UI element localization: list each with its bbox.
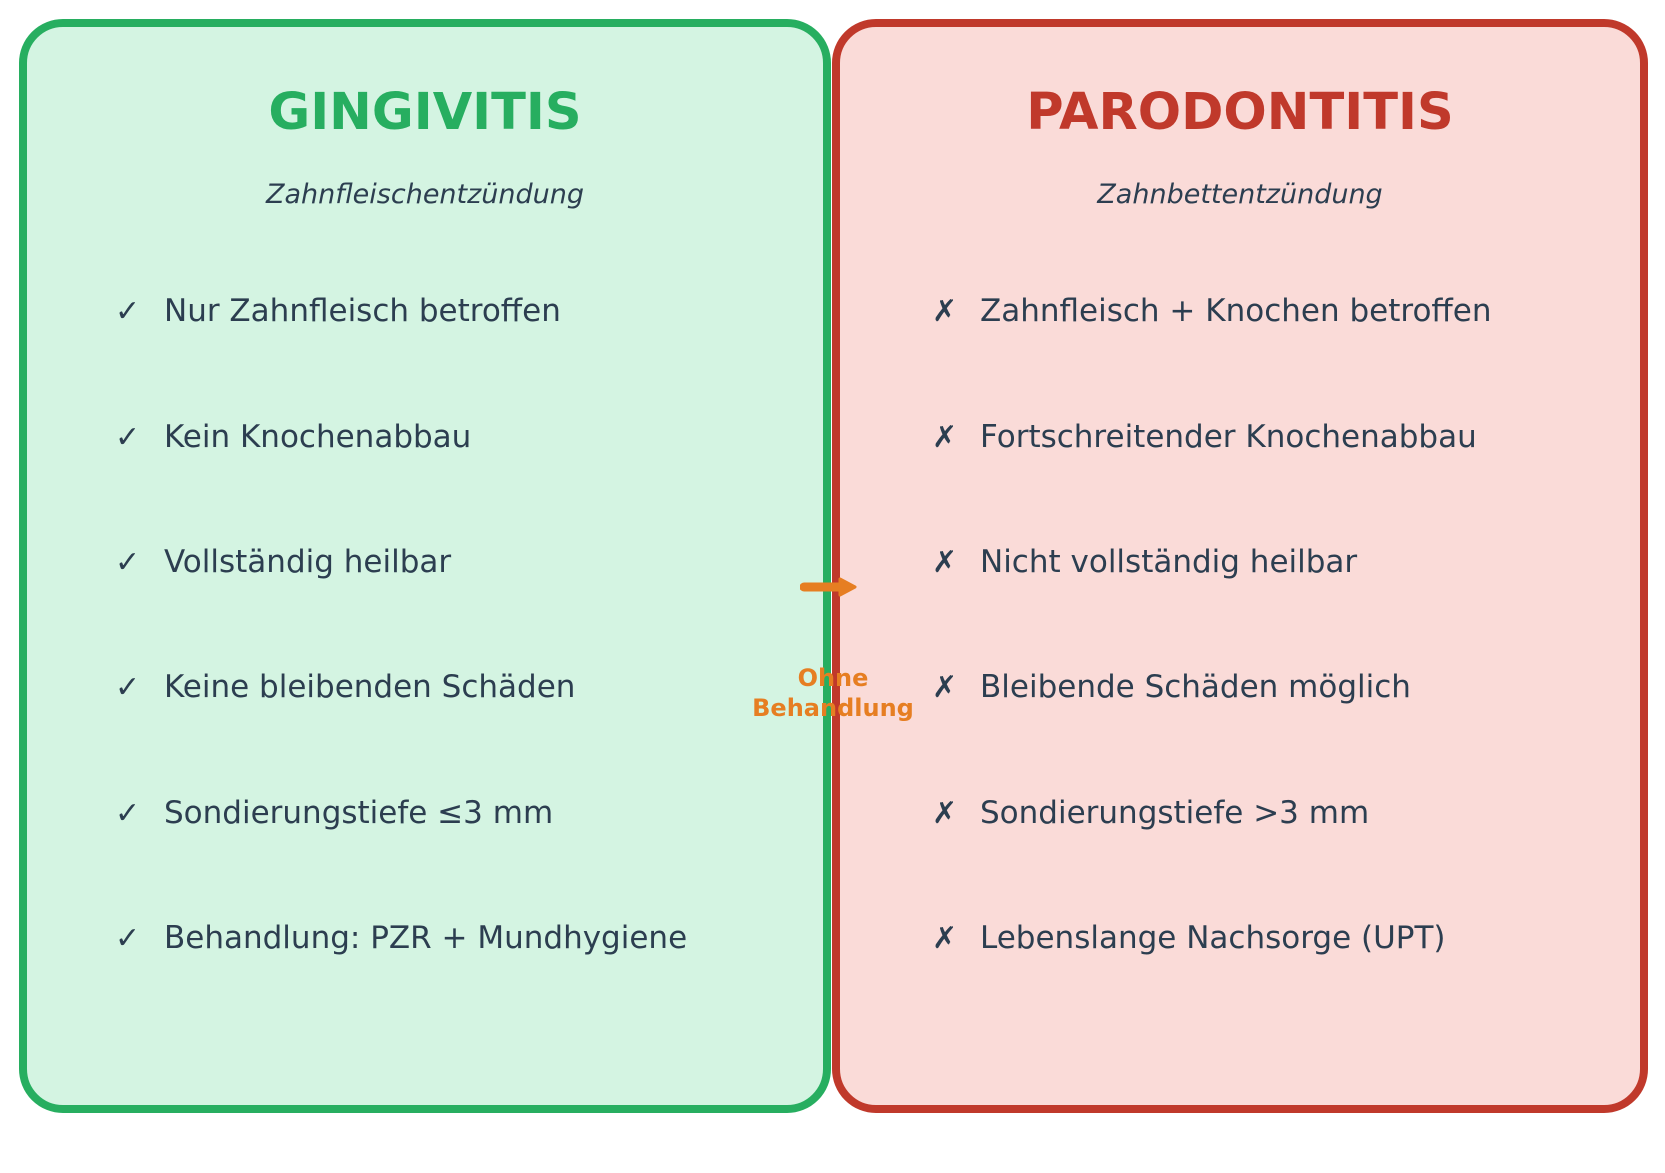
- check-icon: ✓: [115, 545, 141, 580]
- gingivitis-subtitle: Zahnfleischentzündung: [265, 179, 585, 210]
- cross-icon: ✗: [932, 420, 958, 455]
- right-list-item: Nicht vollständig heilbar: [980, 544, 1358, 580]
- check-icon: ✓: [115, 420, 141, 455]
- cross-icon: ✗: [932, 294, 958, 329]
- left-list-item: Behandlung: PZR + Mundhygiene: [164, 920, 688, 956]
- left-list-item: Keine bleibenden Schäden: [164, 669, 576, 705]
- left-list-item: Vollständig heilbar: [164, 544, 452, 580]
- cross-icon: ✗: [932, 796, 958, 831]
- right-list-item: Fortschreitender Knochenabbau: [980, 419, 1477, 455]
- check-icon: ✓: [115, 294, 141, 329]
- right-list-item: Lebenslange Nachsorge (UPT): [980, 920, 1446, 956]
- right-list-item: Bleibende Schäden möglich: [980, 669, 1411, 705]
- check-icon: ✓: [115, 921, 141, 956]
- left-list-item: Kein Knochenabbau: [164, 419, 472, 455]
- cross-icon: ✗: [932, 545, 958, 580]
- transition-label-line2: Behandlung: [752, 694, 914, 722]
- right-list-item: Sondierungstiefe >3 mm: [980, 795, 1370, 831]
- gingivitis-title: GINGIVITIS: [268, 83, 582, 142]
- transition-label-line1: Ohne: [797, 664, 869, 692]
- right-list-item: Zahnfleisch + Knochen betroffen: [980, 293, 1492, 329]
- parodontitis-panel: PARODONTITIS Zahnbettentzündung: [832, 19, 1648, 1113]
- parodontitis-subtitle: Zahnbettentzündung: [1097, 179, 1383, 210]
- left-list-item: Nur Zahnfleisch betroffen: [164, 293, 561, 329]
- cross-icon: ✗: [932, 921, 958, 956]
- check-icon: ✓: [115, 670, 141, 705]
- transition-label: Ohne Behandlung: [733, 663, 933, 723]
- gingivitis-panel: GINGIVITIS Zahnfleischentzündung: [19, 19, 831, 1113]
- cross-icon: ✗: [932, 670, 958, 705]
- parodontitis-title: PARODONTITIS: [1026, 83, 1454, 142]
- left-list-item: Sondierungstiefe ≤3 mm: [164, 795, 554, 831]
- check-icon: ✓: [115, 796, 141, 831]
- arrow-right-icon: [800, 577, 857, 597]
